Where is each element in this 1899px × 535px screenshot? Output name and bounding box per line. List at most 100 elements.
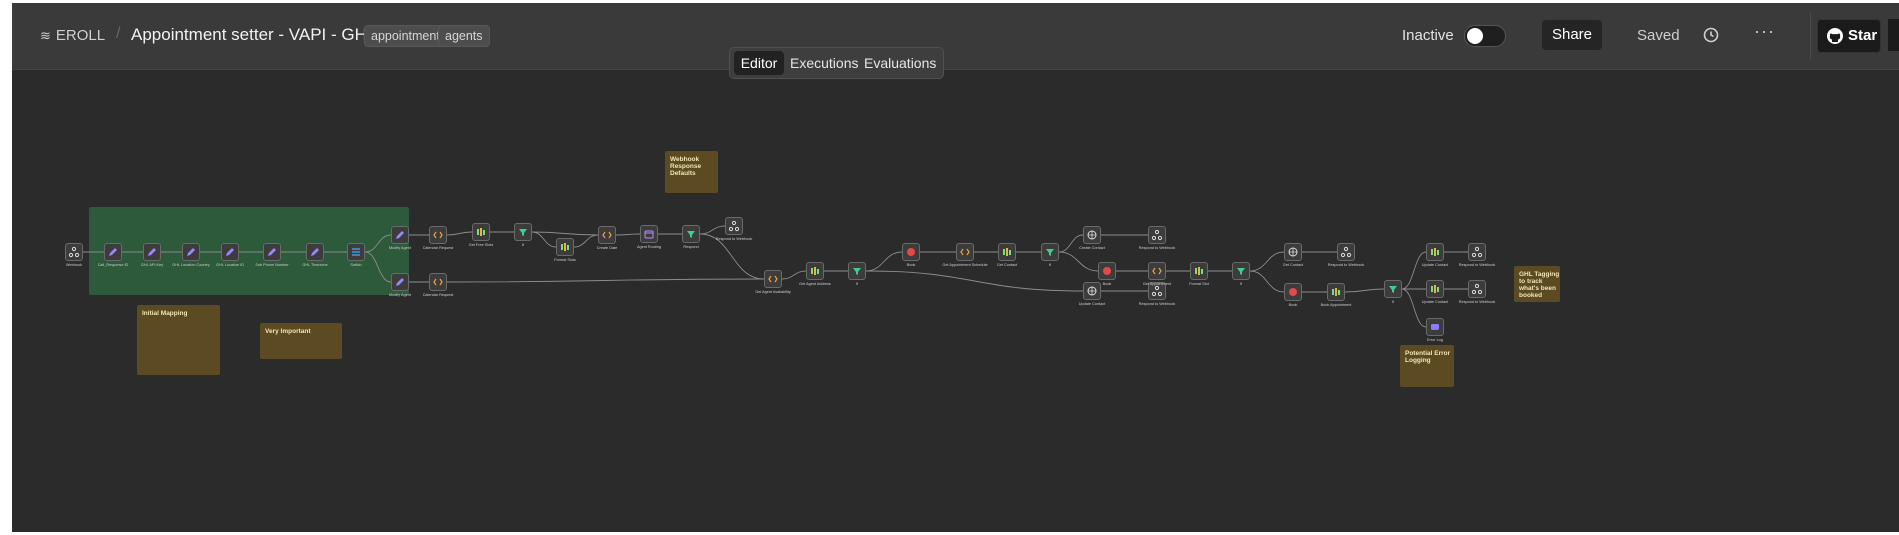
node-label: Get Appointment Schedule [942, 263, 988, 267]
workflow-node[interactable] [1327, 283, 1345, 301]
filter-icon [1389, 286, 1397, 293]
active-toggle[interactable] [1464, 25, 1506, 47]
node-label: GHL API Key [140, 263, 164, 267]
workflow-node[interactable] [998, 243, 1016, 261]
node-label: Book [1102, 282, 1112, 286]
webhook-icon [68, 246, 80, 258]
workflow-node[interactable] [764, 270, 782, 288]
http-icon [1431, 285, 1439, 293]
workflow-node[interactable] [848, 262, 866, 280]
workflow-node[interactable] [429, 273, 447, 291]
node-label: Get Agent Address [799, 282, 831, 286]
workflow-node[interactable] [1284, 283, 1302, 301]
n8n-editor-window: ≋EROLL / Appointment setter - VAPI - GHL… [12, 3, 1899, 532]
sticky-very-important[interactable]: Very Important [260, 323, 342, 359]
workflow-title[interactable]: Appointment setter - VAPI - GHL - n8n [131, 25, 420, 44]
tab-executions[interactable]: Executions [790, 55, 859, 71]
node-label: Modify Agent [389, 246, 411, 250]
workflow-node[interactable] [472, 223, 490, 241]
pencil-icon [396, 278, 404, 286]
workflow-canvas[interactable]: Webhook Response Defaults Initial Mappin… [12, 70, 1899, 532]
node-label: Webhook [66, 263, 82, 267]
sticky-initial-mapping[interactable]: Initial Mapping [137, 305, 220, 375]
connection-42 [1401, 288, 1427, 328]
globe-icon [1087, 230, 1097, 240]
pencil-icon [148, 248, 156, 256]
project-breadcrumb[interactable]: ≋EROLL [40, 27, 105, 44]
filter-icon [1046, 249, 1054, 256]
sticky-title: Initial Mapping [142, 310, 188, 317]
right-panel-edge [1888, 19, 1899, 51]
stop-icon [1103, 267, 1111, 275]
tag-agents[interactable]: agents [438, 25, 490, 47]
workflow-node[interactable] [956, 243, 974, 261]
http-icon [561, 243, 569, 251]
view-tabs: Editor Executions Evaluations [729, 47, 944, 79]
node-label: If [1391, 300, 1395, 304]
node-label: Respond to Webhook [1138, 302, 1176, 306]
workflow-node[interactable] [725, 217, 743, 235]
node-label: Format Slots [554, 258, 576, 262]
tab-editor[interactable]: Editor [734, 51, 784, 75]
sticky-error-logging[interactable]: Potential Error Logging [1400, 345, 1454, 387]
workflow-node[interactable] [1284, 243, 1302, 261]
filter-icon [687, 231, 695, 238]
workflow-node[interactable] [1098, 262, 1116, 280]
workflow-node[interactable] [1426, 318, 1444, 336]
connection-40 [1401, 251, 1427, 290]
workflow-node[interactable] [391, 226, 409, 244]
workflow-node[interactable] [1232, 262, 1250, 280]
node-label: If [1048, 263, 1052, 267]
globe-icon [1087, 286, 1097, 296]
workflow-node[interactable] [598, 226, 616, 244]
workflow-node[interactable] [1426, 243, 1444, 261]
workflow-node[interactable] [1426, 280, 1444, 298]
workflow-node[interactable] [306, 243, 324, 261]
top-bar: ≋EROLL / Appointment setter - VAPI - GHL… [12, 3, 1899, 70]
workflow-node[interactable] [263, 243, 281, 261]
workflow-node[interactable] [1083, 226, 1101, 244]
workflow-node[interactable] [1041, 243, 1059, 261]
sticky-ghl-tagging[interactable]: GHL Tagging to track what's been booked [1514, 266, 1560, 302]
share-button[interactable]: Share [1542, 20, 1602, 50]
filter-icon [1237, 268, 1245, 275]
node-label: Get Contact [996, 263, 1018, 267]
node-label: Modify Agent [389, 293, 411, 297]
workflow-node[interactable] [391, 273, 409, 291]
workflow-node[interactable] [682, 225, 700, 243]
workflow-node[interactable] [806, 262, 824, 280]
http-icon [1195, 267, 1203, 275]
workflow-node[interactable] [143, 243, 161, 261]
workflow-node[interactable] [1148, 282, 1166, 300]
workflow-node[interactable] [1468, 280, 1486, 298]
workflow-node[interactable] [182, 243, 200, 261]
github-star-button[interactable]: Star [1817, 19, 1881, 53]
workflow-node[interactable] [1190, 262, 1208, 280]
chat-icon [1431, 324, 1439, 330]
workflow-node[interactable] [65, 243, 83, 261]
workflow-node[interactable] [514, 223, 532, 241]
workflow-node[interactable] [902, 243, 920, 261]
http-icon [1431, 248, 1439, 256]
tab-evaluations[interactable]: Evaluations [864, 55, 937, 71]
workflow-node[interactable] [556, 238, 574, 256]
sticky-webhook-response[interactable]: Webhook Response Defaults [665, 151, 718, 193]
workflow-node[interactable] [640, 225, 658, 243]
workflow-node[interactable] [1148, 262, 1166, 280]
code-icon [602, 231, 612, 239]
workflow-node[interactable] [1468, 243, 1486, 261]
workflow-node[interactable] [104, 243, 122, 261]
more-options-button[interactable]: ··· [1754, 21, 1775, 41]
webhook-icon [1471, 283, 1483, 295]
history-icon[interactable] [1700, 24, 1722, 46]
workflow-node[interactable] [221, 243, 239, 261]
pencil-icon [187, 248, 195, 256]
workflow-node[interactable] [1384, 280, 1402, 298]
tag-appointment[interactable]: appointment [364, 25, 447, 47]
workflow-node[interactable] [1083, 282, 1101, 300]
workflow-node[interactable] [1337, 243, 1355, 261]
node-label: Error Log [1427, 338, 1443, 342]
workflow-node[interactable] [1148, 226, 1166, 244]
workflow-node[interactable] [347, 243, 365, 261]
workflow-node[interactable] [429, 226, 447, 244]
